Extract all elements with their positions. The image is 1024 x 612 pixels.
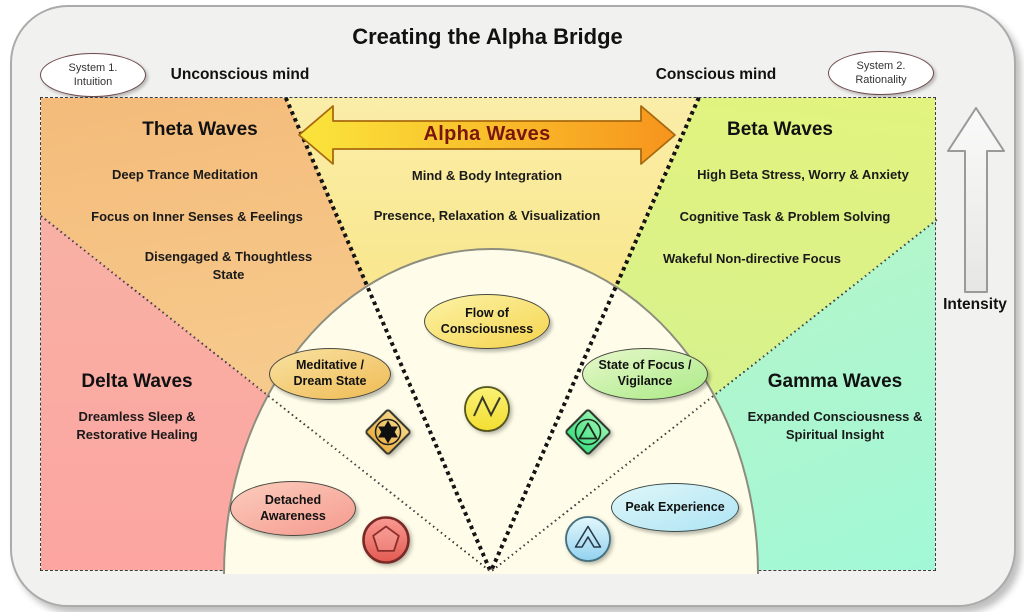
bubble-label: Flow of Consciousness	[440, 305, 534, 336]
system2-badge-line2: Rationality	[855, 74, 907, 86]
intensity-arrow-icon	[947, 107, 1005, 293]
bubble-label: Peak Experience	[625, 499, 725, 514]
system2-badge: System 2. Rationality	[828, 51, 934, 95]
pentagon-icon	[362, 516, 410, 564]
triangle-in-circle-icon	[565, 409, 611, 455]
bubble-meditative-dream-state: Meditative / Dream State	[269, 348, 391, 400]
beta-item: High Beta Stress, Worry & Anxiety	[697, 167, 909, 182]
bubble-label: Meditative / Dream State	[293, 358, 367, 388]
alpha-bridge-arrow	[298, 105, 676, 165]
system1-badge-line1: System 1.	[68, 61, 118, 74]
alpha-item: Presence, Relaxation & Visualization	[373, 208, 601, 223]
theta-item: Disengaged & Thoughtless State	[144, 249, 313, 283]
peak-chevron-icon	[565, 516, 611, 562]
bubble-state-of-focus: State of Focus / Vigilance	[582, 348, 708, 400]
delta-waves-heading: Delta Waves	[81, 371, 193, 392]
beta-item: Cognitive Task & Problem Solving	[679, 209, 891, 224]
unconscious-mind-label: Unconscious mind	[170, 66, 310, 83]
system2-badge-line1: System 2.	[856, 59, 906, 72]
conscious-mind-label: Conscious mind	[655, 66, 777, 83]
beta-waves-heading: Beta Waves	[727, 119, 833, 140]
intensity-label: Intensity	[943, 296, 1007, 313]
alpha-item: Mind & Body Integration	[411, 168, 563, 183]
gamma-waves-heading: Gamma Waves	[767, 371, 903, 392]
bubble-detached-awareness: Detached Awareness	[230, 481, 356, 536]
page-title: Creating the Alpha Bridge	[352, 24, 623, 49]
zigzag-wave-icon	[464, 386, 510, 432]
system1-badge-line2: Intuition	[73, 76, 113, 88]
theta-waves-heading: Theta Waves	[142, 119, 258, 140]
theta-item: Deep Trance Meditation	[112, 167, 258, 182]
bubble-label: Detached Awareness	[260, 492, 326, 523]
theta-item: Focus on Inner Senses & Feelings	[91, 209, 303, 224]
gamma-subtext: Expanded Consciousness & Spiritual Insig…	[747, 409, 923, 443]
delta-subtext: Dreamless Sleep & Restorative Healing	[76, 409, 198, 443]
six-point-star-icon	[365, 409, 411, 455]
bubble-flow-of-consciousness: Flow of Consciousness	[424, 294, 550, 349]
bubble-label: State of Focus / Vigilance	[598, 358, 692, 388]
system1-badge: System 1. Intuition	[40, 53, 146, 97]
bubble-peak-experience: Peak Experience	[611, 483, 739, 532]
beta-item: Wakeful Non-directive Focus	[663, 251, 841, 266]
alpha-waves-heading: Alpha Waves	[423, 123, 551, 145]
